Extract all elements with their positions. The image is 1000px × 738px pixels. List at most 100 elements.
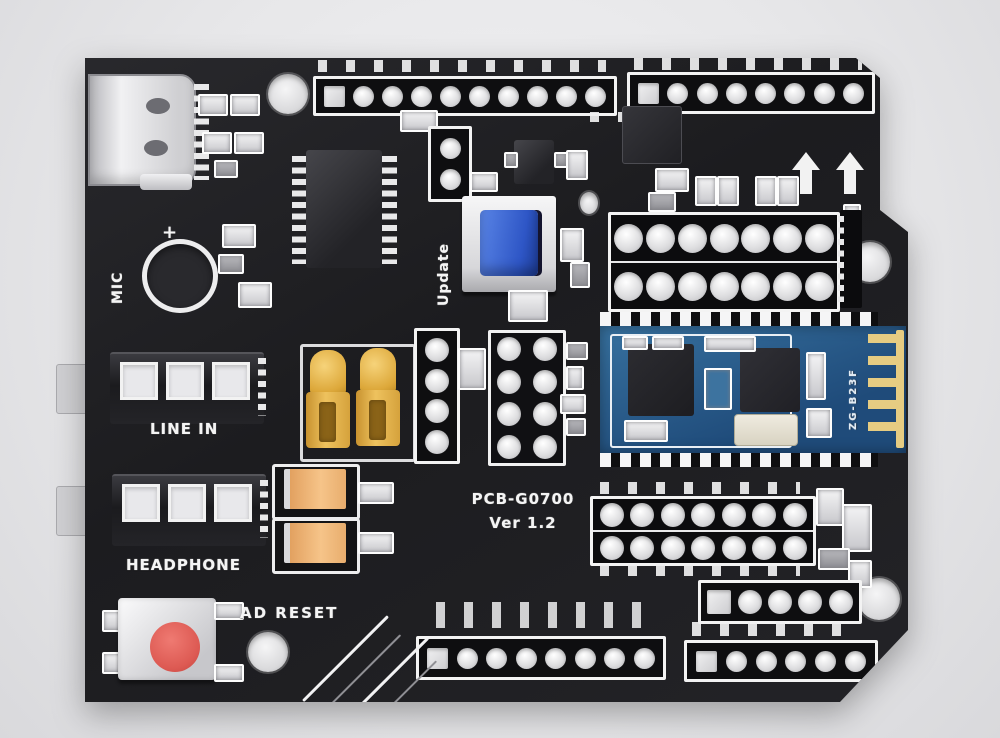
pin-hole [497, 402, 521, 427]
pin-hole [604, 647, 626, 669]
jack-window [212, 362, 250, 400]
pin-ticks [634, 58, 862, 70]
module-smd [704, 336, 756, 352]
pin-hole [842, 82, 864, 104]
microphone [142, 239, 218, 313]
module-castellation-bottom [600, 452, 878, 467]
header-row [611, 261, 837, 309]
module-smd [624, 420, 668, 442]
smd-component [230, 94, 260, 116]
mounting-hole-bottom-left [248, 632, 288, 672]
pin-hole [815, 650, 837, 672]
pin-hole [497, 337, 521, 362]
soic-chip-pins-left [292, 156, 307, 264]
top-left-header [313, 76, 617, 116]
jumper-slot [319, 402, 336, 442]
header-row [611, 215, 837, 261]
header-row [593, 530, 813, 563]
module-smd [704, 368, 732, 410]
pin-hole [533, 402, 557, 427]
smd-component [234, 132, 264, 154]
jumper-knob [310, 350, 346, 396]
smd-component [842, 504, 872, 552]
pin-ticks [692, 622, 860, 636]
up-arrow-icon [792, 152, 820, 196]
pin-hole [707, 590, 732, 614]
pin-hole [545, 647, 567, 669]
pin-hole [660, 502, 685, 527]
smd-component [458, 348, 486, 390]
pin-hole [469, 85, 490, 107]
sot23-transistor [514, 140, 554, 184]
pin-hole [741, 271, 771, 301]
pin-hole [755, 650, 777, 672]
pin-hole [574, 647, 596, 669]
headphone-label: HEADPHONE [126, 556, 241, 574]
jumper-slot [369, 400, 386, 440]
pin-hole [440, 85, 461, 107]
soic-chip-pins-right [382, 156, 397, 264]
smd-component [222, 224, 256, 248]
pin-hole [533, 434, 557, 459]
pin-hole [585, 85, 606, 107]
orange-capacitor [284, 469, 346, 509]
bottom-6pin-header [684, 640, 878, 682]
smd-component [560, 394, 586, 414]
smd-component [566, 366, 584, 390]
mic-label: MIC [110, 271, 126, 304]
pin-hole [767, 590, 792, 614]
pin-hole [645, 271, 675, 301]
pin-hole [633, 647, 655, 669]
usb-c-slot [144, 140, 168, 156]
pin-hole [782, 502, 807, 527]
pin-hole [533, 369, 557, 394]
pin-hole [696, 82, 718, 104]
smd-component [570, 262, 590, 288]
pin-hole [695, 650, 717, 672]
pin-hole [691, 502, 715, 527]
pin-hole [533, 337, 557, 362]
jumper-knob [360, 348, 396, 394]
update-label: Update [436, 242, 452, 306]
pin-hole [725, 82, 747, 104]
black-connector [840, 210, 862, 308]
smd-component [198, 94, 228, 116]
pin-hole [709, 223, 739, 253]
pin-hole [630, 502, 654, 527]
usb-c-connector [88, 74, 196, 186]
pin-hole [691, 535, 715, 560]
pin-hole [785, 650, 807, 672]
top-right-header [627, 72, 875, 114]
pin-hole [556, 85, 577, 107]
pin-hole [741, 223, 771, 253]
smd-component [816, 488, 844, 526]
pin-hole [709, 271, 739, 301]
jack-pins [260, 480, 268, 538]
button-tab [214, 664, 244, 682]
plus-mark-icon: + [162, 222, 179, 243]
pin-hole [613, 223, 643, 253]
smd-component [755, 176, 777, 206]
module-smd [622, 336, 648, 350]
pin-hole [725, 650, 747, 672]
pin-hole [439, 138, 461, 160]
jack-window [120, 362, 158, 400]
pin-hole [773, 223, 803, 253]
pin-hole [798, 590, 823, 614]
smd-component [504, 152, 518, 168]
update-button-cap [480, 210, 538, 276]
pin-hole [486, 647, 508, 669]
pin-hole [599, 502, 624, 527]
smd-component [218, 254, 244, 274]
pin-label-silkscreen [436, 602, 648, 628]
headphone-jack-barrel [56, 486, 90, 536]
module-smd [806, 352, 826, 400]
line-in-label: LINE IN [150, 420, 219, 438]
smd-component [695, 176, 717, 206]
module-smd [652, 336, 684, 350]
usb-c-slot [146, 98, 170, 114]
smd-component [470, 172, 498, 192]
pin-hole [737, 590, 762, 614]
